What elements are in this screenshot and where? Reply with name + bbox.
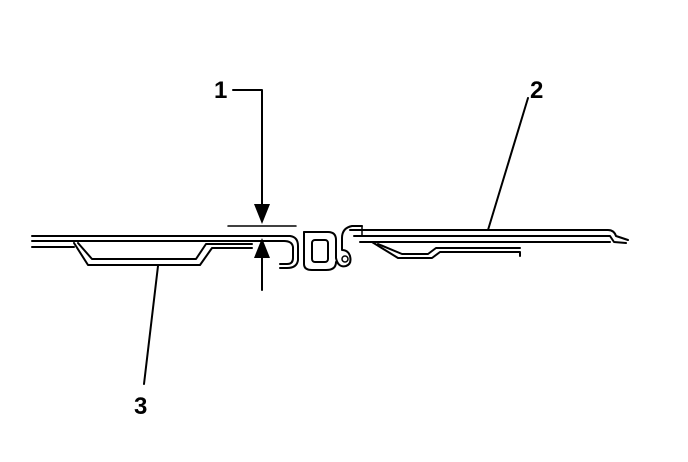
gap-dimension [227,89,297,291]
callout-3-label: 3 [134,393,147,420]
leader-line-3 [143,265,159,385]
callout-2-label: 2 [530,77,543,104]
leader-line-2 [487,97,529,231]
seal-extrusion [303,225,363,271]
right-panel [349,225,629,259]
arrow-up-icon [254,238,270,258]
callout-1-label: 1 [214,77,227,104]
leader-line-1 [232,89,263,211]
arrow-down-icon [254,204,270,224]
